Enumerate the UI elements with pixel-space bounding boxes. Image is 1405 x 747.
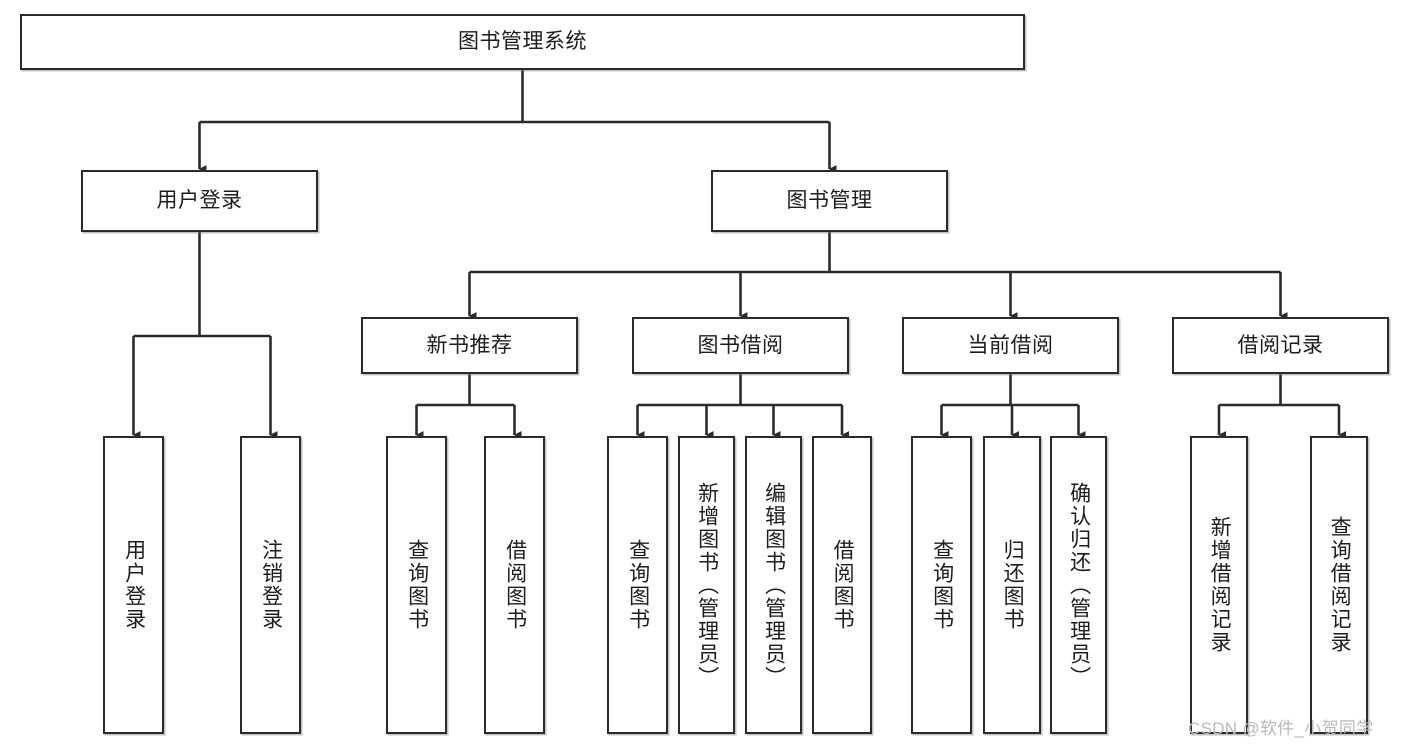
node-label: 当前借阅	[967, 333, 1054, 357]
node-label: 归还图书	[1001, 539, 1025, 631]
node-borrow-rec[interactable]: 借阅记录	[1172, 317, 1389, 374]
node-book-mgmt[interactable]: 图书管理	[711, 170, 948, 232]
node-leaf-12[interactable]: 新增借阅记录	[1190, 436, 1248, 734]
node-label: 确认归还（管理员）	[1067, 481, 1091, 689]
node-leaf-1[interactable]: 用户登录	[103, 436, 164, 734]
node-leaf-5[interactable]: 查询图书	[607, 436, 668, 734]
node-leaf-10[interactable]: 归还图书	[983, 436, 1041, 734]
node-leaf-7[interactable]: 编辑图书（管理员）	[745, 436, 802, 734]
node-label: 图书管理系统	[458, 30, 587, 54]
node-label: 编辑图书（管理员）	[762, 481, 786, 689]
node-cur-borrow[interactable]: 当前借阅	[902, 317, 1119, 374]
node-leaf-6[interactable]: 新增图书（管理员）	[678, 436, 735, 734]
node-label: 借阅图书	[503, 539, 527, 631]
node-label: 借阅记录	[1237, 333, 1324, 357]
node-label: 图书借阅	[697, 333, 784, 357]
node-label: 查询图书	[405, 539, 429, 631]
node-label: 注销登录	[259, 539, 283, 631]
node-leaf-4[interactable]: 借阅图书	[484, 436, 545, 734]
node-label: 用户登录	[156, 189, 243, 213]
edge-group	[132, 70, 1347, 439]
node-label: 查询借阅记录	[1328, 516, 1352, 654]
node-label: 用户登录	[122, 539, 146, 631]
node-new-book-rec[interactable]: 新书推荐	[361, 317, 578, 374]
node-leaf-8[interactable]: 借阅图书	[812, 436, 872, 734]
node-leaf-2[interactable]: 注销登录	[240, 436, 301, 734]
node-label: 查询图书	[626, 539, 650, 631]
node-leaf-3[interactable]: 查询图书	[386, 436, 447, 734]
watermark-label: CSDN @软件_小贺同学	[1188, 719, 1374, 738]
node-label: 新书推荐	[426, 333, 513, 357]
node-user-login[interactable]: 用户登录	[81, 170, 318, 232]
node-book-borrow[interactable]: 图书借阅	[632, 317, 849, 374]
node-root[interactable]: 图书管理系统	[20, 14, 1025, 70]
node-leaf-11[interactable]: 确认归还（管理员）	[1050, 436, 1107, 734]
node-label: 图书管理	[786, 189, 873, 213]
node-leaf-9[interactable]: 查询图书	[911, 436, 972, 734]
node-label: 查询图书	[930, 539, 954, 631]
node-label: 新增借阅记录	[1208, 516, 1232, 654]
node-leaf-13[interactable]: 查询借阅记录	[1310, 436, 1368, 734]
node-label: 借阅图书	[831, 539, 855, 631]
node-label: 新增图书（管理员）	[695, 481, 719, 689]
